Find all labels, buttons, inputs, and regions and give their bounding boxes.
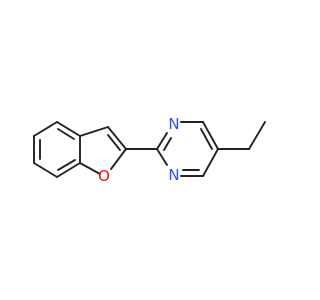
bond-c2p-n1 bbox=[156, 132, 168, 150]
nitrogen-atom-label-top: N bbox=[168, 115, 179, 133]
bond-c6-c7 bbox=[56, 162, 81, 178]
bond-c6-c5-inner bbox=[200, 128, 213, 150]
bond-c5-c6 bbox=[33, 162, 58, 178]
molecule-structure: O N N bbox=[33, 115, 266, 185]
nitrogen-atom-label-bottom: N bbox=[168, 166, 179, 184]
bond-ch2-ch3 bbox=[248, 121, 266, 150]
bond-o1-c7 bbox=[79, 162, 101, 175]
bond-c2-o1 bbox=[110, 148, 127, 170]
bond-c3-c2 bbox=[107, 126, 127, 150]
bond-c6-c7-inner bbox=[57, 159, 76, 171]
bond-c7a-c4 bbox=[33, 121, 58, 137]
bond-c3a-c7a-inner bbox=[57, 128, 75, 140]
bonds bbox=[33, 121, 266, 178]
bond-c6-c5 bbox=[202, 121, 219, 150]
bond-c5-c4 bbox=[202, 148, 219, 177]
atom-labels: O N N bbox=[98, 115, 180, 185]
bond-c3a-c7a bbox=[56, 121, 81, 137]
oxygen-atom-label: O bbox=[98, 167, 110, 185]
bond-c3a-c3 bbox=[79, 126, 109, 137]
bond-c3-c2-inner bbox=[107, 134, 121, 151]
bond-c2p-n1-inner bbox=[163, 137, 172, 151]
bond-n3-c2p bbox=[156, 148, 168, 166]
